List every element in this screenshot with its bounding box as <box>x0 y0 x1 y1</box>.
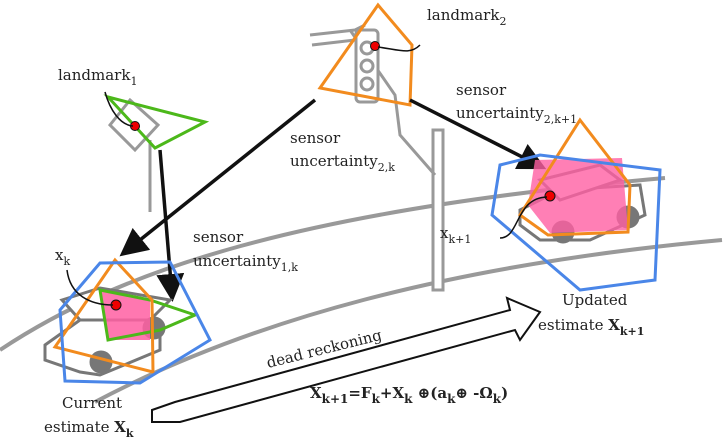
arrow-sensor-2k1 <box>409 98 547 170</box>
arrow-sensor-1k <box>156 149 185 302</box>
updated-blue-region <box>490 153 662 292</box>
current-green-region <box>98 288 200 342</box>
current-blue-region <box>58 260 212 385</box>
xk-leader-line <box>66 269 114 306</box>
road-edge-upper <box>0 176 666 352</box>
xk1-leader-line <box>499 196 548 239</box>
road-edge-lower <box>94 238 723 404</box>
landmark1-label: landmark1 <box>58 66 137 88</box>
landmark2-label: landmark2 <box>427 6 506 28</box>
xk1-label: xk+1 <box>440 224 471 246</box>
current-estimate-label-2: estimate Xk <box>44 418 134 440</box>
current-orange-region <box>52 257 155 374</box>
updated-position-point <box>544 190 556 202</box>
sensor-uncertainty-2k1-label-2: uncertainty2,k+1 <box>456 104 577 126</box>
landmark2-point <box>370 41 380 51</box>
xk-label: xk <box>55 246 70 268</box>
motion-equation: Xk+1=Fk+Xk ⊕(ak⊕ -Ωk) <box>310 384 508 406</box>
current-estimate-label: Current <box>62 394 122 412</box>
sensor-uncertainty-2k-label: sensor <box>290 129 341 147</box>
sensor-uncertainty-2k-label-2: uncertainty2,k <box>290 152 395 174</box>
sensor-uncertainty-1k-label: sensor <box>193 228 244 246</box>
arrow-sensor-2k <box>119 98 317 257</box>
updated-fused-region <box>528 158 628 233</box>
landmark2-leader-line <box>377 44 421 52</box>
dead-reckoning-arrow <box>151 296 542 423</box>
sensor-uncertainty-1k-label-2: uncertainty1,k <box>193 252 298 274</box>
updated-orange-region <box>517 117 632 237</box>
landmark1-leader-line <box>104 91 134 127</box>
updated-estimate-label-2: estimate Xk+1 <box>538 316 644 338</box>
landmark2-uncertainty-region <box>317 2 414 107</box>
sensor-uncertainty-2k1-label: sensor <box>456 81 507 99</box>
updated-estimate-label: Updated <box>562 291 628 309</box>
